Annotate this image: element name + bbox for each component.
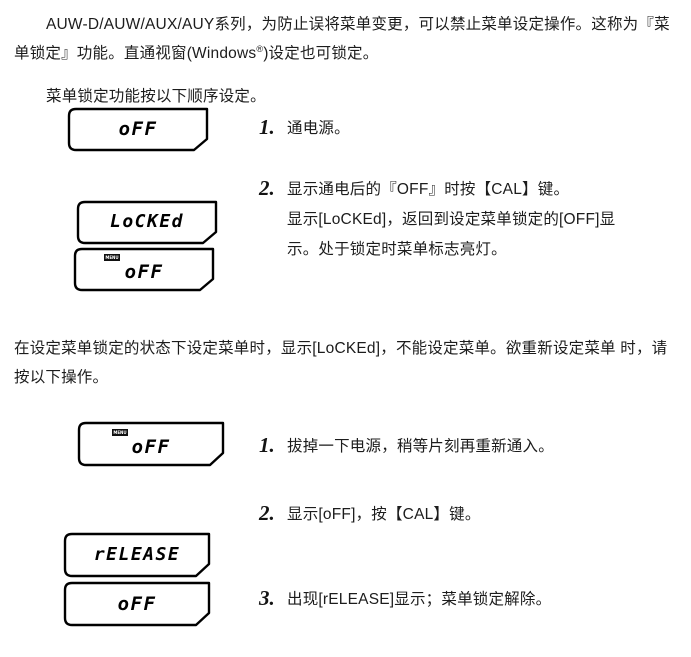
lcd-readout-text: oFF [118, 118, 158, 140]
lcd-readout-text: rELEASE [93, 544, 181, 565]
menu-annunciator-icon: MENU [104, 254, 120, 261]
lock-step-1: 1. 通电源。 [259, 114, 350, 144]
menu-annunciator-icon: MENU [112, 429, 128, 436]
lcd-display-off-final: oFF [62, 581, 212, 627]
middle-line-1: 在设定菜单锁定的状态下设定菜单时，显示[LoCKEd]，不能设定菜单。欲重新设定… [14, 340, 616, 357]
lcd-readout-text: oFF [124, 261, 164, 283]
intro-line-3: 菜单锁定功能按以下顺序设定。 [46, 88, 266, 105]
intro-line-2-tail: )设定也可锁定。 [263, 45, 379, 62]
lock-step-2: 2. 显示通电后的『OFF』时按【CAL】键。 显示[LoCKEd]，返回到设定… [259, 175, 615, 265]
lcd-readout-text: oFF [117, 593, 157, 615]
intro-line-2: 为『菜单锁定』功能。直通视窗(Windows [14, 16, 670, 62]
step-text: 显示通电后的『OFF』时按【CAL】键。 显示[LoCKEd]，返回到设定菜单锁… [287, 175, 615, 265]
step-text-line: 显示通电后的『OFF』时按【CAL】键。 [287, 181, 570, 198]
intro-line-1: AUW-D/AUW/AUX/AUY系列，为防止误将菜单变更，可以禁止菜单设定操作… [46, 16, 623, 33]
unlock-step-3: 3. 出现[rELEASE]显示；菜单锁定解除。 [259, 585, 551, 615]
lcd-display-off-initial: oFF [66, 107, 210, 152]
step-text-line: 通电源。 [287, 120, 350, 137]
registered-trademark-superscript: ® [256, 43, 264, 54]
lcd-readout-text: LoCKEd [109, 211, 185, 232]
step-text: 出现[rELEASE]显示；菜单锁定解除。 [287, 585, 551, 615]
unlock-step-1: 1. 拔掉一下电源，稍等片刻再重新通入。 [259, 432, 554, 462]
intro-sequence-note: 菜单锁定功能按以下顺序设定。 [14, 82, 614, 111]
middle-paragraph: 在设定菜单锁定的状态下设定菜单时，显示[LoCKEd]，不能设定菜单。欲重新设定… [14, 334, 682, 392]
step-number: 2. [259, 501, 275, 525]
middle-line-2: 时，请按以下操作。 [14, 340, 668, 386]
step-text: 通电源。 [287, 114, 350, 144]
step-text-line: 示。处于锁定时菜单标志亮灯。 [287, 241, 507, 258]
step-text: 显示[oFF]，按【CAL】键。 [287, 500, 481, 530]
step-text-line: 拔掉一下电源，稍等片刻再重新通入。 [287, 438, 554, 455]
step-text-line: 显示[oFF]，按【CAL】键。 [287, 506, 481, 523]
intro-paragraph: AUW-D/AUW/AUX/AUY系列，为防止误将菜单变更，可以禁止菜单设定操作… [14, 10, 682, 68]
step-number: 2. [259, 176, 275, 200]
lcd-display-locked: LoCKEd [75, 200, 219, 245]
lcd-display-off-locked-state: MENU oFF [76, 421, 226, 467]
step-text-line: 显示[LoCKEd]，返回到设定菜单锁定的[OFF]显 [287, 211, 616, 228]
step-number: 1. [259, 433, 275, 457]
step-text: 拔掉一下电源，稍等片刻再重新通入。 [287, 432, 554, 462]
lcd-display-release: rELEASE [62, 532, 212, 578]
step-number: 3. [259, 586, 275, 610]
step-number: 1. [259, 115, 275, 139]
unlock-step-2: 2. 显示[oFF]，按【CAL】键。 [259, 500, 481, 530]
lcd-readout-text: oFF [131, 436, 171, 458]
step-text-line: 出现[rELEASE]显示；菜单锁定解除。 [287, 591, 552, 608]
lcd-display-off-with-menu-flag: MENU oFF [72, 247, 216, 292]
